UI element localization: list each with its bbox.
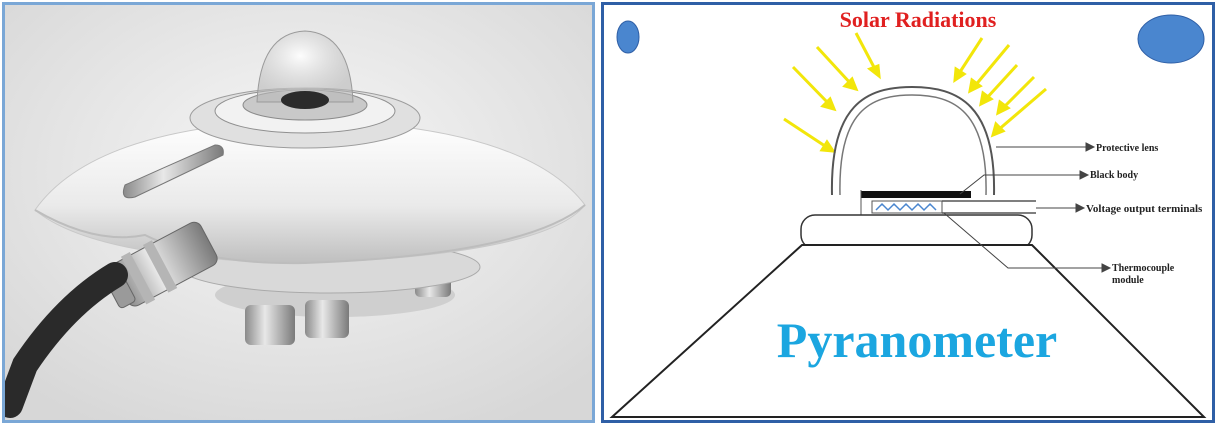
label-thermocouple: Thermocouple xyxy=(1112,263,1175,274)
label-protective-lens: Protective lens xyxy=(1096,143,1158,154)
thermocouple-module-shape xyxy=(872,201,942,213)
diagram-title: Pyranometer xyxy=(777,312,1057,368)
label-thermocouple-module: module xyxy=(1112,275,1144,286)
solar-rays-left xyxy=(784,33,879,151)
sensor-body xyxy=(801,215,1032,249)
label-black-body: Black body xyxy=(1090,170,1138,181)
pyranometer-diagram: Solar Radiations xyxy=(604,5,1212,420)
pyranometer-photo-panel xyxy=(2,2,595,423)
black-body-plate xyxy=(861,191,971,198)
protective-lens-shape xyxy=(832,87,994,195)
label-voltage-output: Voltage output terminals xyxy=(1086,203,1203,215)
left-oval-icon xyxy=(617,21,639,53)
diagram-heading: Solar Radiations xyxy=(840,7,997,32)
solar-rays-right xyxy=(955,38,1046,135)
pyranometer-photo xyxy=(5,5,592,420)
right-oval-icon xyxy=(1138,15,1204,63)
pyranometer-diagram-panel: Solar Radiations xyxy=(601,2,1215,423)
